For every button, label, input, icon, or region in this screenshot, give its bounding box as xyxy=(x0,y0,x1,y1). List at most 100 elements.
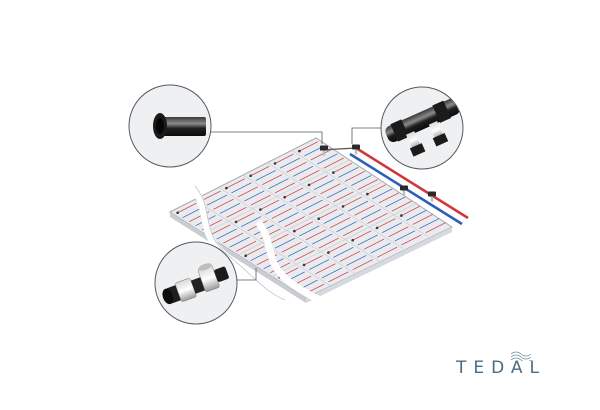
cold-pipe-run xyxy=(206,194,228,206)
cold-pipe-run xyxy=(313,179,335,191)
hot-pipe-run xyxy=(235,240,257,252)
hot-pipe-run xyxy=(344,171,365,182)
hot-pipe-run xyxy=(237,186,258,198)
cut-band-right xyxy=(255,219,349,310)
cold-pipe-run xyxy=(326,187,348,199)
hot-pipe-run xyxy=(294,250,315,261)
zone-connector xyxy=(375,226,379,230)
cold-pipe-run xyxy=(216,228,237,240)
cold-pipe-run xyxy=(287,245,309,257)
cold-pipe-run xyxy=(370,242,391,254)
zone-connector xyxy=(366,192,369,196)
hot-pipe-run xyxy=(305,229,326,241)
zone-connector xyxy=(283,195,287,199)
hot-pipe-run xyxy=(318,237,339,249)
manifold-valve-icon xyxy=(385,96,463,157)
hot-pipe-run xyxy=(323,157,344,169)
brand-logo: TEDAL xyxy=(456,351,546,378)
hot-pipe-run xyxy=(271,208,292,219)
hot-pipe-run xyxy=(317,209,338,220)
hot-pipe-run xyxy=(224,178,246,190)
cold-pipe-run xyxy=(278,212,299,223)
zone-connector xyxy=(298,149,301,153)
hot-pipe-run xyxy=(388,226,409,238)
pipe-coupling-icon xyxy=(162,263,229,305)
zone-connector xyxy=(234,220,238,224)
hot-pipe-run xyxy=(296,195,317,207)
panel-seam xyxy=(203,159,351,234)
cold-pipe-run xyxy=(308,259,330,271)
zone-connector xyxy=(273,162,277,165)
hot-pipe-run xyxy=(281,241,302,253)
hot-pipe-run xyxy=(274,182,296,194)
hot-pipe-run xyxy=(339,251,360,262)
cold-pipe-run xyxy=(268,178,289,190)
cold-pipe-run xyxy=(323,213,344,224)
zone-connector xyxy=(244,254,248,258)
cold-pipe-run xyxy=(292,165,314,177)
cold-pipe-run xyxy=(274,237,296,249)
hot-pipe-run xyxy=(286,161,307,173)
cold-pipe-run xyxy=(265,203,286,215)
hot-pipe-run xyxy=(367,213,388,224)
manifold-tee xyxy=(400,185,408,196)
zone-connector xyxy=(341,205,345,208)
hot-pipe-run xyxy=(262,174,283,185)
hot-pipe-run xyxy=(328,271,349,283)
hot-pipe-run xyxy=(176,203,197,214)
hot-pipe-run xyxy=(292,221,314,233)
hot-pipe-run xyxy=(226,207,247,218)
hot-pipe-run xyxy=(354,204,375,216)
zone-connector xyxy=(400,214,403,217)
cold-pipe-run xyxy=(240,216,262,228)
hot-pipe-run xyxy=(351,230,372,242)
hot-pipe-run xyxy=(378,192,399,204)
hot-pipe-run xyxy=(308,203,330,215)
hot-pipe-run xyxy=(331,162,353,174)
cold-pipe-run xyxy=(419,218,440,229)
hot-pipe-run xyxy=(258,199,280,211)
manifold-tee xyxy=(320,145,328,156)
zone-connector xyxy=(302,263,306,267)
cold-pipe-run xyxy=(279,157,301,169)
hot-pipe-run xyxy=(310,149,331,161)
cold-pipe-run xyxy=(385,196,406,208)
hot-pipe-run xyxy=(375,218,396,229)
leader-lines xyxy=(211,127,381,281)
hot-pipe-run xyxy=(268,233,289,245)
zone-connector xyxy=(249,174,253,178)
zone-connector xyxy=(317,217,321,221)
hot-pipe-run xyxy=(364,238,385,250)
hot-pipe-run xyxy=(200,190,221,202)
cold-pipe-run xyxy=(244,190,265,202)
manifold-tee xyxy=(428,191,436,202)
hot-pipe-run xyxy=(307,175,328,186)
zone-connector xyxy=(176,211,180,215)
cold-pipe-run xyxy=(289,191,310,203)
hot-pipe-run xyxy=(249,166,270,177)
hot-pipe-run xyxy=(326,242,348,254)
cold-pipe-run xyxy=(317,153,338,165)
hot-pipe-run xyxy=(210,224,231,236)
callout-manifold xyxy=(380,86,464,170)
zone-connector xyxy=(327,251,330,254)
cold-pipe-run xyxy=(299,225,320,237)
zone-connector xyxy=(307,183,311,187)
hot-pipe-run xyxy=(365,184,387,196)
cold-pipe-run xyxy=(333,246,354,258)
cold-pipe-run xyxy=(336,221,357,233)
hot-pipe-run xyxy=(250,194,271,206)
cold-pipe-run xyxy=(347,200,369,212)
hot-pipe-run xyxy=(401,234,422,246)
wave-lines-icon xyxy=(510,351,532,361)
hot-pipe-run xyxy=(399,205,421,217)
cold-pipe-run xyxy=(351,175,372,186)
hot-pipe-run xyxy=(342,225,364,237)
hot-pipe-run xyxy=(352,259,373,270)
callout-pipe-sleeve xyxy=(128,84,212,168)
hot-pipe-run xyxy=(376,246,398,258)
zone-connector xyxy=(351,238,355,242)
zone-connector xyxy=(332,171,335,174)
cold-pipe-run xyxy=(302,199,323,211)
cold-pipe-run xyxy=(255,170,276,181)
